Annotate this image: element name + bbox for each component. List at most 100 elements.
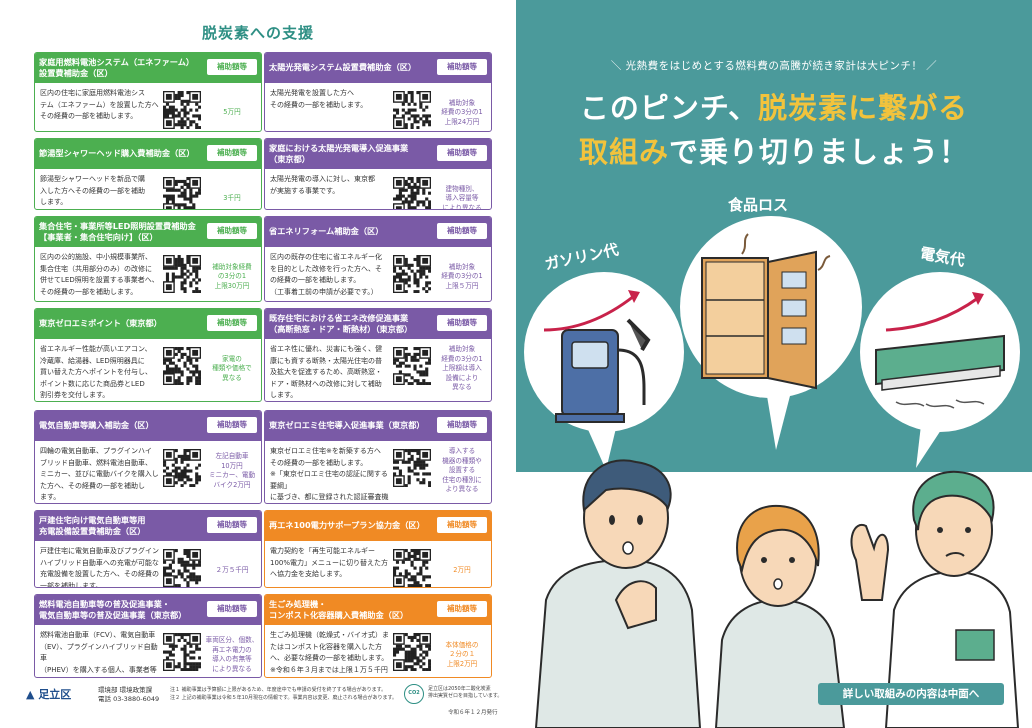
card-title-line: 太陽光発電システム設置費補助金（区）	[269, 62, 417, 73]
headline-part-2: で乗り切りましょう！	[669, 135, 970, 169]
subsidy-amount: 建物種別、導入容量等により異なる	[435, 175, 489, 209]
qr-code-icon[interactable]	[163, 91, 201, 129]
headline: このピンチ、脱炭素に繋がる 取組みで乗り切りましょう！	[536, 86, 1012, 174]
card-title-line: 設置費補助金（区）	[39, 68, 113, 78]
subsidy-amount: 車両区分、個数、再エネ電力の導入の有無等により異なる	[205, 631, 259, 677]
qr-code-icon[interactable]	[393, 549, 431, 587]
man-worried-illustration	[534, 459, 702, 728]
subsidy-amount-line: 異なる	[452, 383, 472, 392]
subsidy-amount-line: 経費の3分の1	[441, 108, 483, 117]
fridge-icon	[701, 233, 831, 390]
card-description-line: その経費の一部を補助します。	[270, 458, 368, 467]
card-description-line: 戸建住宅に電気自動車及びプラグイン	[40, 547, 159, 555]
footnote-2: 注２ 上記の補助事業は令和５年10月現在の情報です。事業内容は変更、廃止される場…	[170, 695, 397, 701]
subsidy-card-c6: 省エネリフォーム補助金（区）補助額等区内の既存の住宅に省エネルギー化を目的とした…	[264, 216, 492, 302]
subsidy-amount-tag: 補助額等	[437, 145, 487, 161]
subsidy-card-c5: 集合住宅・事業所等LED照明設置費補助金【事業者・集合住宅向け】（区）補助額等区…	[34, 216, 262, 302]
card-description-line: 東京ゼロエミ住宅※を新築する方へ	[270, 447, 381, 455]
subsidy-amount-line: ミニカー、電動	[208, 471, 256, 479]
card-body: 生ごみ処理機（乾燥式・バイオ式）またはコンポスト化容器を購入した方へ、必要な経費…	[265, 625, 491, 677]
card-title-line: （高断熱窓・ドア・断熱材）（東京都）	[269, 324, 413, 334]
qr-code-icon[interactable]	[393, 177, 431, 210]
subsidy-amount-tag: 補助額等	[207, 517, 257, 533]
subsidy-amount-line: 上限24万円	[444, 117, 480, 126]
card-description-line: （工事着工前の申請が必要です。）	[270, 287, 378, 296]
qr-code-icon[interactable]	[163, 633, 201, 671]
subsidy-amount-line: により異なる	[212, 664, 252, 673]
subsidy-amount: ２万５千円	[205, 547, 259, 587]
qr-code-icon[interactable]	[393, 633, 431, 671]
food-bubble-tail	[766, 390, 791, 450]
card-description-line: 併せてLED照明を設置する事業者へ、	[40, 276, 159, 284]
qr-code-icon[interactable]	[393, 91, 431, 129]
subsidy-amount-line: 上限2万円	[446, 659, 478, 668]
subsidy-amount-line: 住宅の種別に	[442, 475, 482, 484]
card-description-line: 太陽光発電を設置した方へ	[270, 89, 354, 97]
subsidy-card-c14: 生ごみ処理機・コンポスト化容器購入費補助金（区）補助額等生ごみ処理機（乾燥式・バ…	[264, 594, 492, 678]
subsidy-amount-tag: 補助額等	[437, 417, 487, 433]
qr-code-icon[interactable]	[163, 549, 201, 587]
card-description-line: （PHEV）を購入する個人、事業者等に対	[40, 665, 157, 674]
card-description-line: 入した方へその経費の一部を補助	[40, 186, 145, 195]
card-description-line: 省エネ性に優れ、災害にも強く、健	[270, 345, 383, 353]
subsidy-amount-line: 上限30万円	[214, 281, 250, 290]
subsidy-amount-tag: 補助額等	[207, 59, 257, 75]
card-description-line: ハイブリッド自動車への充電が可能な	[40, 558, 159, 567]
zero-carbon-line-2: 排出実質ゼロを目指しています。	[428, 693, 503, 699]
card-title: 東京ゼロエミ住宅導入促進事業（東京都）補助額等	[265, 411, 491, 441]
subsidy-amount-line: 補助対象	[448, 262, 476, 271]
zero-carbon-badge: CO2	[404, 684, 424, 704]
qr-code-icon[interactable]	[393, 255, 431, 293]
qr-code-icon[interactable]	[163, 449, 201, 487]
card-description-line: します。	[40, 198, 68, 206]
subsidy-card-c11: 戸建住宅向け電気自動車等用充電設備設置費補助金（区）補助額等戸建住宅に電気自動車…	[34, 510, 262, 588]
subsidy-amount-tag: 補助額等	[437, 59, 487, 75]
card-description-line: 集合住宅（共用部分のみ）の改修に	[40, 264, 152, 273]
card-description-line: へ、必要な経費の一部を補助します。	[270, 654, 389, 662]
card-description-line: 割引券を交付します。	[40, 391, 110, 399]
qr-code-icon[interactable]	[163, 347, 201, 385]
department-name: 環境部 環境政策課	[98, 686, 153, 694]
subsidy-amount-line: 導入容量等	[445, 194, 479, 203]
card-description-line: 区内の公的施設、中小規模事業所、	[40, 253, 152, 261]
card-title-line: 東京ゼロエミポイント（東京都）	[39, 318, 162, 329]
card-title-line: 戸建住宅向け電気自動車等用	[39, 514, 146, 525]
qr-code-icon[interactable]	[393, 347, 431, 385]
subsidy-card-c13: 燃料電池自動車等の普及促進事業・電気自動車等の普及促進事業（東京都）補助額等燃料…	[34, 594, 262, 678]
card-title-line: 燃料電池自動車等の普及促進事業・	[39, 598, 171, 609]
subsidy-card-c10: 東京ゼロエミ住宅導入促進事業（東京都）補助額等東京ゼロエミ住宅※を新築する方へそ…	[264, 410, 492, 504]
card-description: 区内の既存の住宅に省エネルギー化を目的とした改修を行った方へ、その経費の一部を補…	[270, 252, 390, 298]
subsidy-amount-line: バイク2万円	[213, 480, 251, 489]
card-title: 東京ゼロエミポイント（東京都）補助額等	[35, 309, 261, 339]
subsidy-amount-line: 5万円	[223, 108, 241, 117]
card-description-line: 100%電力」メニューに切り替えた方	[270, 558, 389, 567]
card-description-line: が実施する事業です。	[270, 186, 340, 195]
card-title-line: 節湯型シャワーヘッド購入費補助金（区）	[39, 148, 195, 159]
details-inside-button[interactable]: 詳しい取組みの内容は中面へ	[818, 683, 1004, 705]
card-description-line: 康にも資する断熱・太陽光住宅の普	[270, 356, 382, 365]
left-panel-title: 脱炭素への支援	[201, 24, 314, 42]
card-body: 節湯型シャワーヘッドを新品で購入した方へその経費の一部を補助します。3千円	[35, 169, 261, 209]
card-title: 既存住宅における省エネ改修促進事業（高断熱窓・ドア・断熱材）（東京都）補助額等	[265, 309, 491, 339]
headline-highlight-1: 脱炭素に繋がる	[758, 91, 969, 125]
card-description-line: 充電設備を設置した方へ、その経費の	[40, 570, 159, 578]
qr-code-icon[interactable]	[393, 449, 431, 487]
qr-code-icon[interactable]	[163, 255, 201, 293]
subsidy-amount-line: 10万円	[221, 461, 243, 470]
card-description-line: ※令和６年３月までは上限１万５千円	[270, 665, 388, 674]
qr-code-icon[interactable]	[163, 177, 201, 210]
subsidy-amount-line: 導入の有無等	[212, 655, 252, 663]
card-description-line: 電力契約を「再生可能エネルギー	[270, 547, 375, 555]
card-title-line: 集合住宅・事業所等LED照明設置費補助金	[39, 220, 196, 231]
card-description-line: その経費の一部を補助します。	[40, 287, 138, 296]
card-description-line: ミニカー、並びに電動バイクを購入し	[40, 470, 159, 478]
card-description-line: に基づき、都に登録された認証審査機関から	[270, 493, 389, 501]
card-description-line: 燃料電池自動車（FCV）、電気自動車	[40, 631, 156, 639]
card-description-line: 太陽光発電の導入に対し、東京都	[270, 175, 375, 183]
